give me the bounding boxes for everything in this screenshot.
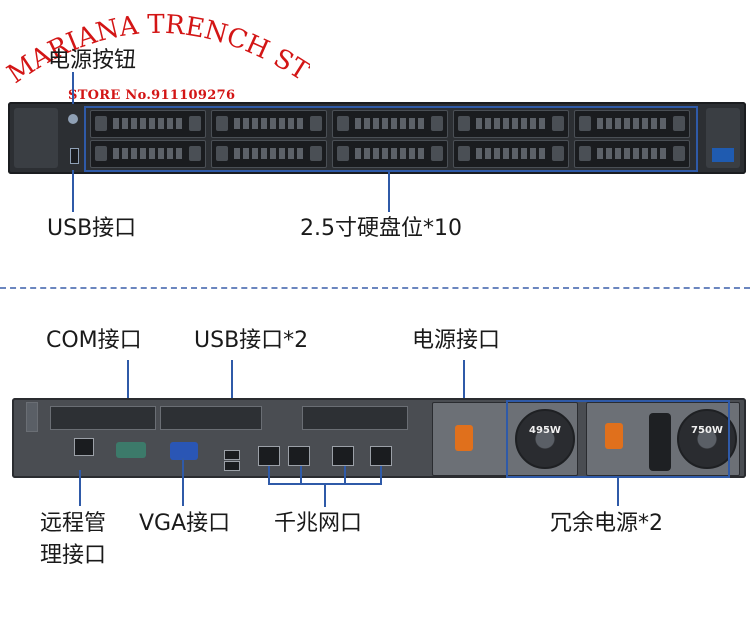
psu-1-rating: 495W	[529, 425, 561, 436]
watermark-store-number: STORE No.911109276	[68, 88, 236, 103]
label-vga-port: VGA接口	[139, 511, 231, 536]
server-rear-panel: 495W 750W	[12, 398, 746, 478]
callout-line-power-socket	[463, 360, 465, 422]
drive-bay[interactable]	[90, 110, 206, 138]
psu-2-rating: 750W	[691, 425, 723, 436]
vga-port[interactable]	[170, 442, 198, 460]
drive-bay[interactable]	[90, 140, 206, 168]
front-left-ear	[14, 108, 58, 168]
pcie-slot	[50, 406, 156, 430]
label-com-port: COM接口	[46, 328, 142, 353]
psu-2-fan-icon	[677, 409, 737, 469]
drive-bay[interactable]	[211, 140, 327, 168]
callout-line-vga	[182, 458, 184, 506]
callout-line-power	[72, 72, 74, 104]
drive-bay[interactable]	[453, 110, 569, 138]
label-gigabit-ports: 千兆网口	[274, 511, 363, 536]
psu-2-handle[interactable]	[605, 423, 623, 449]
power-supply-2: 750W	[586, 402, 740, 476]
label-power-button: 电源按钮	[48, 48, 137, 73]
front-usb-port[interactable]	[70, 148, 79, 164]
label-power-socket: 电源接口	[412, 328, 501, 353]
remote-mgmt-port[interactable]	[74, 438, 94, 456]
server-front-panel	[8, 102, 746, 174]
ethernet-port[interactable]	[370, 446, 392, 466]
callout-line-ethernet-1	[268, 466, 270, 484]
drive-bay[interactable]	[574, 110, 690, 138]
section-divider	[0, 287, 750, 289]
callout-line-ethernet-2	[300, 466, 302, 484]
redundant-psu-highlight	[506, 400, 730, 478]
rear-handle	[26, 402, 38, 432]
watermark-store-name: MARIANA TRENCH STORE	[0, 0, 310, 90]
drive-bay[interactable]	[211, 110, 327, 138]
psu-1-handle[interactable]	[455, 425, 473, 451]
power-button-icon[interactable]	[68, 114, 78, 124]
label-rear-usb: USB接口*2	[194, 328, 309, 353]
callout-line-ethernet-4	[380, 466, 382, 484]
svg-text:MARIANA TRENCH STORE: MARIANA TRENCH STORE	[0, 0, 310, 90]
callout-line-usb	[72, 170, 74, 212]
callout-line-drives	[388, 170, 390, 212]
callout-line-ethernet-3	[344, 466, 346, 484]
label-remote-mgmt-line1: 远程管	[40, 511, 107, 536]
rear-usb-port[interactable]	[224, 461, 240, 471]
drive-bay[interactable]	[453, 140, 569, 168]
label-remote-mgmt-line2: 理接口	[40, 543, 107, 568]
ethernet-port[interactable]	[288, 446, 310, 466]
pcie-slot	[302, 406, 408, 430]
label-redundant-psu: 冗余电源*2	[550, 511, 663, 536]
badge-icon	[712, 148, 734, 162]
label-front-usb: USB接口	[47, 216, 137, 241]
callout-line-remote-mgmt	[79, 470, 81, 506]
callout-line-ethernet	[324, 483, 326, 507]
drive-bays-highlight	[84, 106, 698, 172]
rear-usb-port[interactable]	[224, 450, 240, 460]
drive-bay[interactable]	[332, 110, 448, 138]
store-watermark-logo: MARIANA TRENCH STORE	[0, 0, 310, 90]
drive-bay[interactable]	[574, 140, 690, 168]
label-drive-bays: 2.5寸硬盘位*10	[300, 216, 462, 241]
ethernet-port[interactable]	[258, 446, 280, 466]
ethernet-port[interactable]	[332, 446, 354, 466]
power-supply-1: 495W	[432, 402, 578, 476]
psu-1-fan-icon	[515, 409, 575, 469]
drive-bay[interactable]	[332, 140, 448, 168]
callout-line-psu	[617, 476, 619, 506]
pcie-slot	[160, 406, 262, 430]
psu-2-strap	[649, 413, 671, 471]
front-right-ear	[706, 108, 740, 168]
com-port[interactable]	[116, 442, 146, 458]
